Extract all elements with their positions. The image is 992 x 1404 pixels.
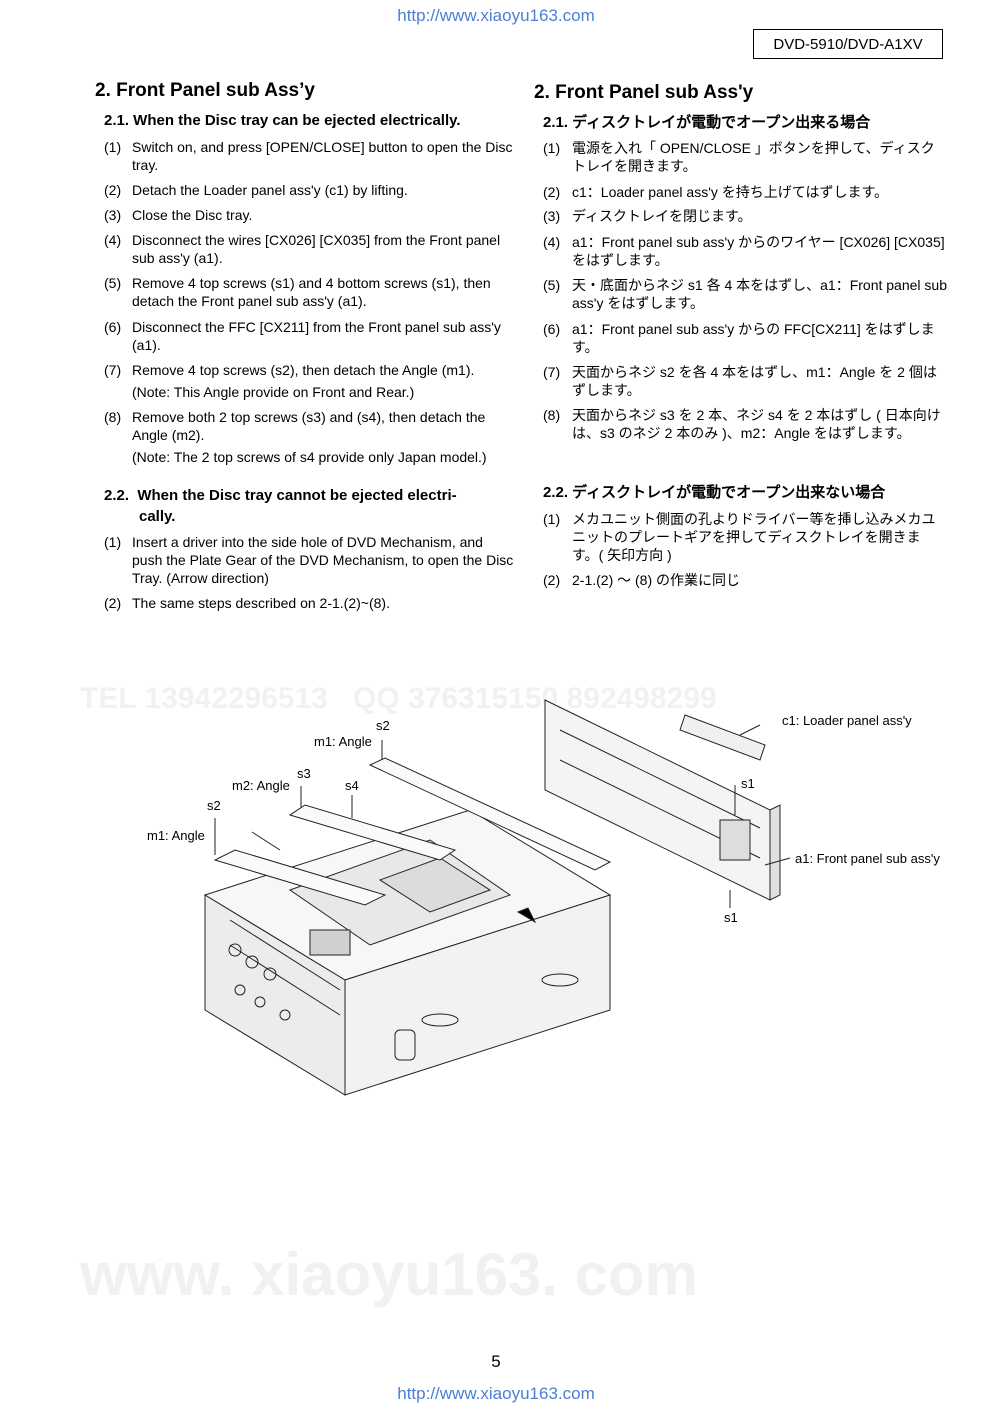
- angle-m1-front: [213, 849, 387, 906]
- label-s2-top: s2: [376, 718, 390, 733]
- source-url-bottom[interactable]: http://www.xiaoyu163.com: [397, 1384, 595, 1403]
- english-title: 2. Front Panel sub Ass’y: [95, 80, 315, 101]
- label-c1-loader-panel: c1: Loader panel ass'y: [782, 713, 912, 728]
- japanese-sec1-heading: 2.1. ディスクトレイが電動でオープン出来る場合: [543, 114, 871, 131]
- page-number: 5: [491, 1352, 501, 1371]
- front-panel-sub-assy: [544, 699, 771, 901]
- label-m2-angle: m2: Angle: [232, 778, 290, 793]
- label-s2-left: s2: [207, 798, 221, 813]
- label-a1-front-panel: a1: Front panel sub ass'y: [795, 851, 940, 866]
- english-sec1-heading: 2.1. When the Disc tray can be ejected e…: [104, 112, 461, 129]
- watermark-site: www. xiaoyu163. com: [80, 1241, 699, 1308]
- angle-m2: [288, 804, 457, 861]
- label-s1-top: s1: [741, 776, 755, 791]
- exploded-view-drawing: [203, 699, 791, 1096]
- angle-m1-rear: [368, 757, 612, 871]
- japanese-sec2-heading: 2.2. ディスクトレイが電動でオープン出来ない場合: [543, 484, 886, 501]
- label-m1-angle-top: m1: Angle: [314, 734, 372, 749]
- english-sec2-heading: 2.2. When the Disc tray cannot be ejecte…: [104, 487, 457, 525]
- label-s4: s4: [345, 778, 359, 793]
- exploded-view-diagram: s2 m1: Angle s3 m2: Angle s4 s2 m1: Angl…: [140, 690, 940, 1110]
- model-number-box: DVD-5910/DVD-A1XV: [753, 29, 943, 59]
- en-note-7: (Note: This Angle provide on Front and R…: [132, 384, 415, 400]
- en-note-8: (Note: The 2 top screws of s4 provide on…: [132, 449, 487, 465]
- chassis-side-face: [344, 894, 611, 1096]
- japanese-title: 2. Front Panel sub Ass'y: [534, 82, 754, 103]
- direction-arrow: [516, 907, 537, 924]
- label-m1-angle-left: m1: Angle: [147, 828, 205, 843]
- loader-panel-c1: [679, 714, 766, 761]
- label-s3: s3: [297, 766, 311, 781]
- label-s1-bottom: s1: [724, 910, 738, 925]
- source-url-top[interactable]: http://www.xiaoyu163.com: [397, 6, 595, 25]
